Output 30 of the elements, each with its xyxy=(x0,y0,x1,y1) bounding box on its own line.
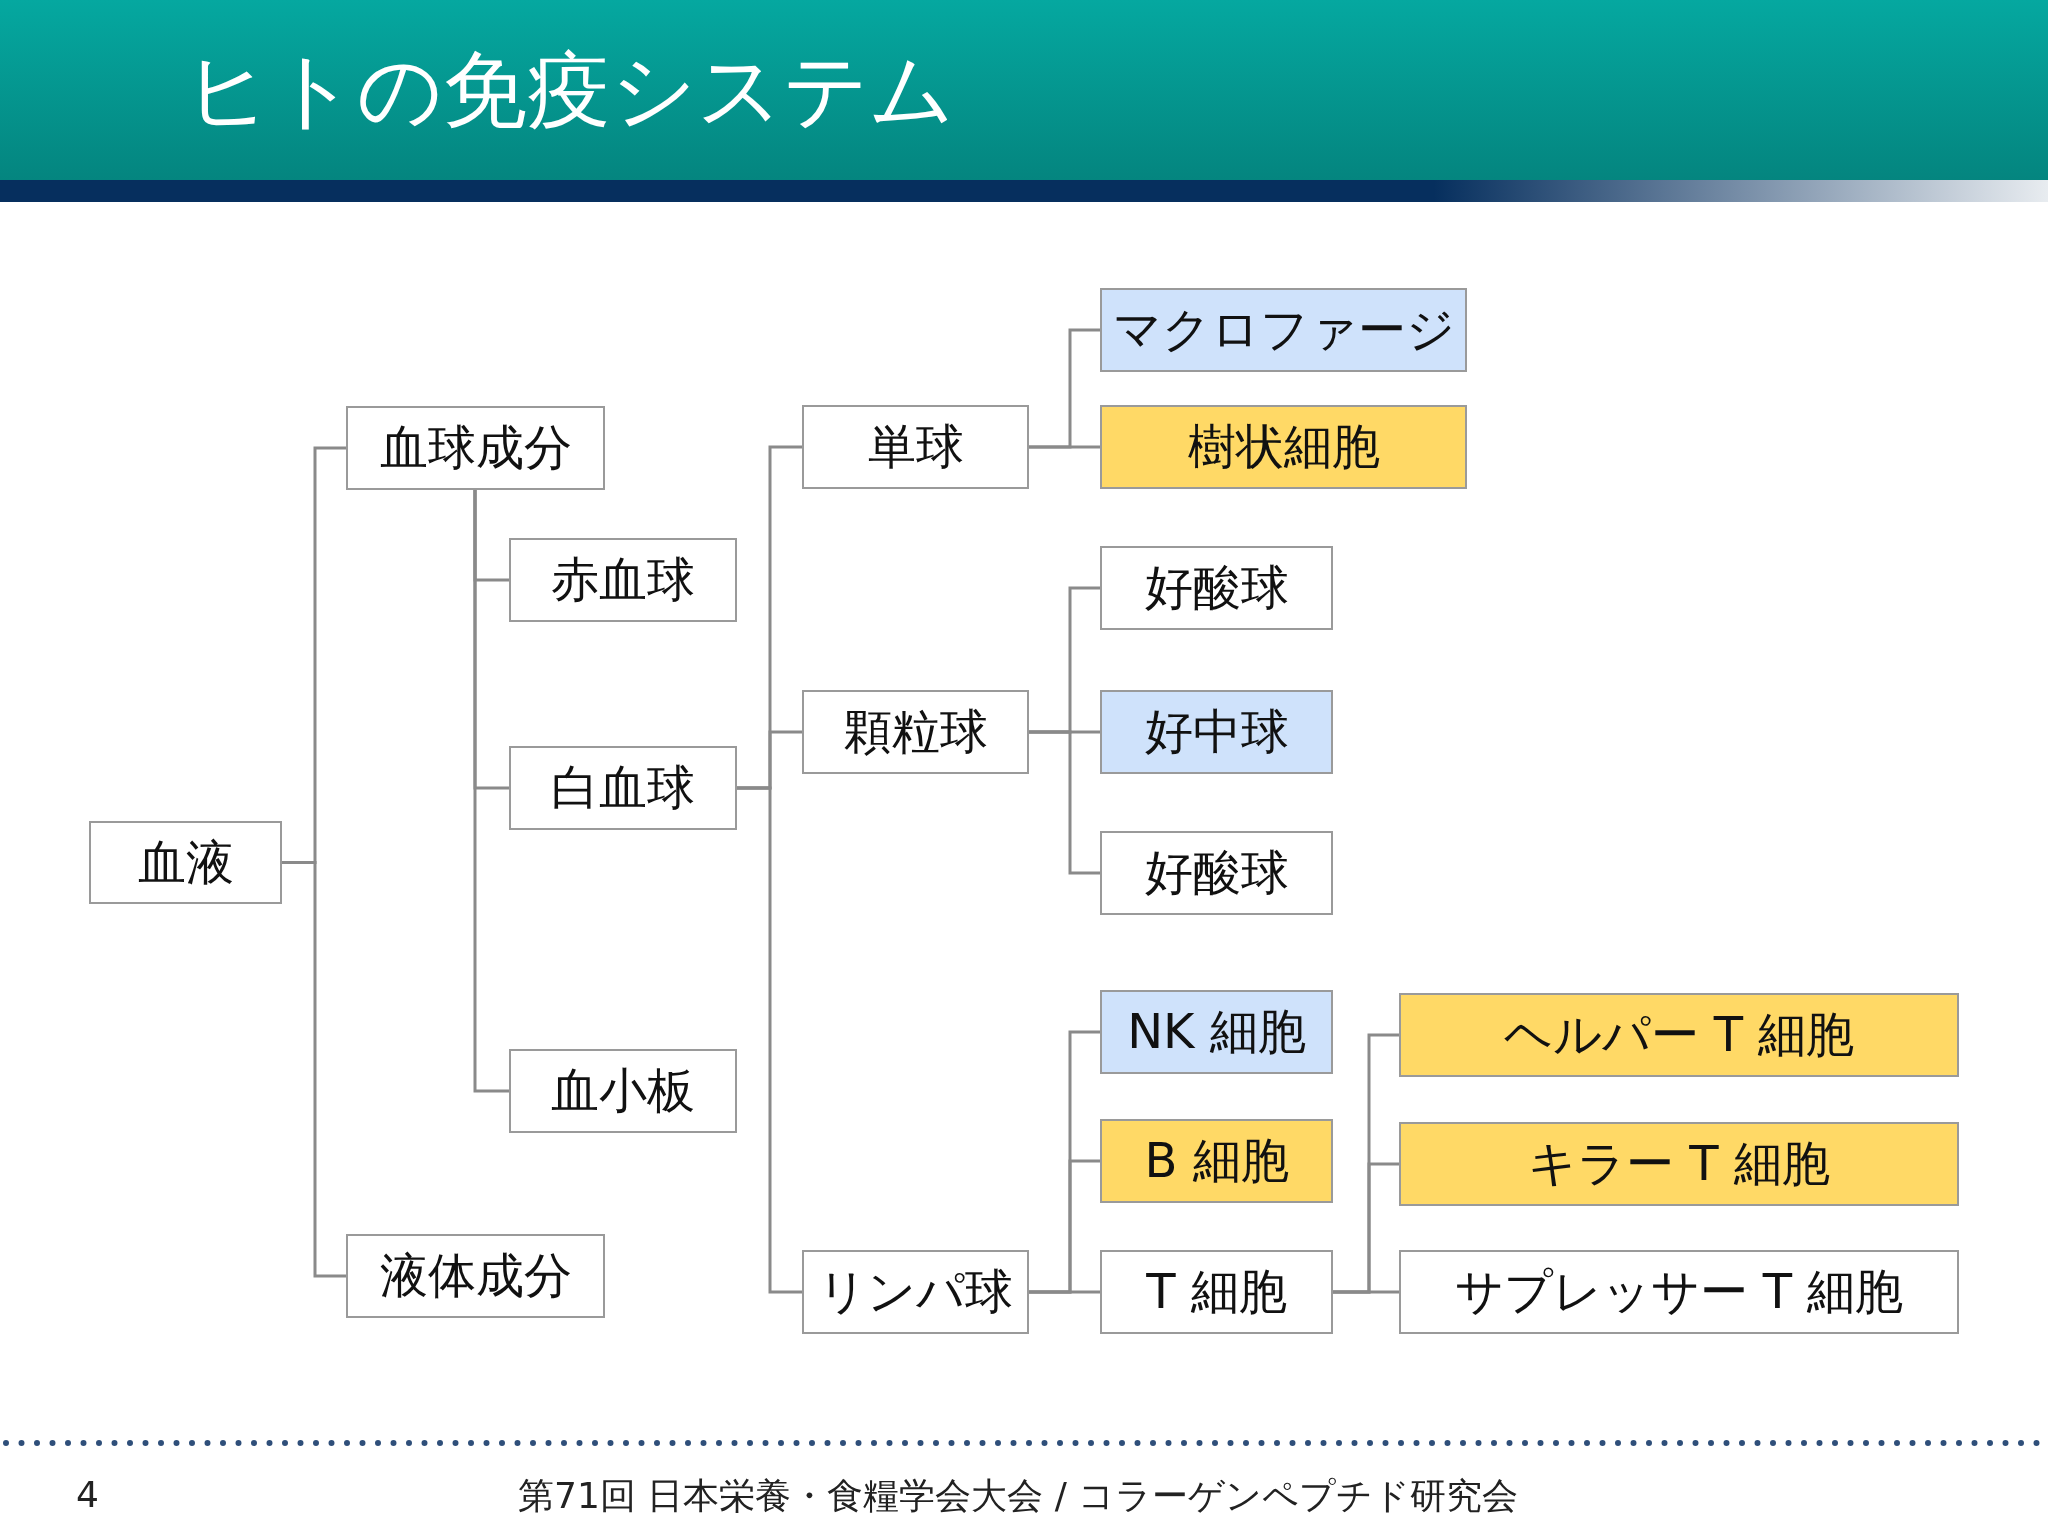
cell-box: 顆粒球 xyxy=(802,690,1029,774)
cell-box: 赤血球 xyxy=(509,538,737,622)
connector-line xyxy=(473,490,509,1093)
cell-box: ヘルパー T 細胞 xyxy=(1399,993,1959,1077)
cell-box: NK 細胞 xyxy=(1100,990,1333,1074)
cell-box: 好酸球 xyxy=(1100,831,1333,915)
cell-box: 血小板 xyxy=(509,1049,737,1133)
connector-line xyxy=(1333,1290,1399,1294)
cell-box: 単球 xyxy=(802,405,1029,489)
cell-box: B 細胞 xyxy=(1100,1119,1333,1203)
cell-box: 血液 xyxy=(89,821,282,904)
cell-box: キラー T 細胞 xyxy=(1399,1122,1959,1206)
cell-box: 好中球 xyxy=(1100,690,1333,774)
connector-line xyxy=(282,861,346,1278)
page-number: 4 xyxy=(76,1474,99,1515)
footer-text: 第71回 日本栄養・食糧学会大会 / コラーゲンペプチド研究会 xyxy=(518,1474,1519,1518)
cell-box: マクロファージ xyxy=(1100,288,1467,372)
slide-title: ヒトの免疫システム xyxy=(185,40,955,140)
connector-line xyxy=(1029,730,1100,875)
cell-box: リンパ球 xyxy=(802,1250,1029,1334)
connector-line xyxy=(737,786,802,1294)
connector-line xyxy=(1029,445,1100,449)
cell-box: 液体成分 xyxy=(346,1234,605,1318)
cell-box: 血球成分 xyxy=(346,406,605,490)
cell-box: サプレッサー T 細胞 xyxy=(1399,1250,1959,1334)
cell-box: 好酸球 xyxy=(1100,546,1333,630)
connector-line xyxy=(1029,1290,1100,1294)
cell-box: 白血球 xyxy=(509,746,737,830)
cell-box: T 細胞 xyxy=(1100,1250,1333,1334)
cell-box: 樹状細胞 xyxy=(1100,405,1467,489)
